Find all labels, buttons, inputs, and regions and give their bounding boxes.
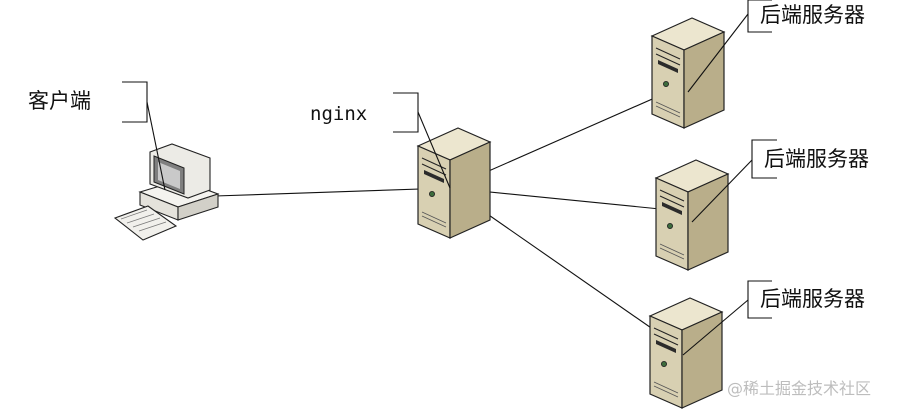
backend-3-callout <box>747 280 772 319</box>
backend-server-1-icon <box>651 17 725 129</box>
backend-2-callout <box>751 139 777 179</box>
nginx-label: nginx <box>310 103 367 125</box>
nginx-callout <box>393 92 419 133</box>
client-computer-icon <box>113 143 220 241</box>
client-label: 客户端 <box>28 89 91 113</box>
backend-1-label: 后端服务器 <box>760 3 865 27</box>
backend-server-2-icon <box>655 159 729 271</box>
client-callout <box>122 81 148 123</box>
nginx-server-icon <box>417 127 491 239</box>
callout-brackets <box>122 0 777 356</box>
backend-1-callout <box>747 0 772 33</box>
watermark-text: @稀土掘金技术社区 <box>727 379 871 398</box>
backend-2-label: 后端服务器 <box>764 147 869 171</box>
link-client-nginx <box>214 187 451 197</box>
backend-3-label: 后端服务器 <box>760 287 865 311</box>
